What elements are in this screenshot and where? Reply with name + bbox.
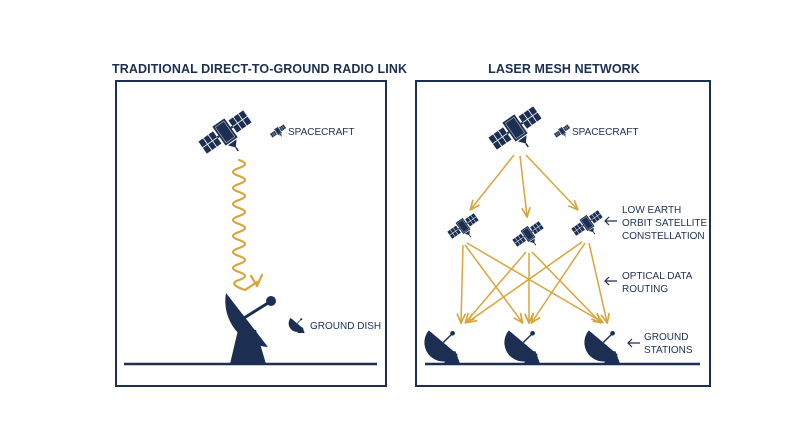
right-panel <box>415 80 711 387</box>
left-spacecraft-small-satellite-icon <box>268 123 290 142</box>
radio-wave-arrowhead <box>249 273 264 288</box>
left-spacecraft-label: SPACECRAFT <box>288 127 355 138</box>
constellation-label-line-3: CONSTELLATION <box>622 231 705 242</box>
leo-satellite-2-icon <box>510 218 550 256</box>
ground-station-1-dish-icon <box>423 329 461 365</box>
left-ground-dish-icon <box>225 293 276 364</box>
leo-satellite-1-icon <box>445 210 485 248</box>
constellation-label-line-2: ORBIT SATELLITE <box>622 218 708 229</box>
ground-arrow-left-icon <box>627 338 640 348</box>
constellation-arrow-left-icon <box>604 216 617 226</box>
callout-arrows <box>604 216 640 348</box>
radio-wave-signal-icon <box>231 158 259 292</box>
ground-station-3-dish-icon <box>583 329 621 365</box>
ground-stations-label-line-2: STATIONS <box>644 345 693 356</box>
left-spacecraft-satellite-icon <box>194 105 262 168</box>
ground-stations-label-line-1: GROUND <box>644 332 688 343</box>
right-spacecraft-satellite-icon <box>484 101 552 164</box>
routing-label-line-1: OPTICAL DATA <box>622 271 693 282</box>
routing-arrow-left-icon <box>604 276 617 286</box>
leo-satellite-3-icon <box>569 207 609 245</box>
spacecraft-to-constellation-links <box>471 154 577 216</box>
constellation-label-line-1: LOW EARTH <box>622 205 681 216</box>
right-spacecraft-label: SPACECRAFT <box>572 127 639 138</box>
left-panel <box>115 80 387 387</box>
left-small-dish-icon <box>288 317 305 334</box>
left-panel-title: TRADITIONAL DIRECT-TO-GROUND RADIO LINK <box>112 62 408 76</box>
right-panel-title: LASER MESH NETWORK <box>488 62 640 76</box>
right-spacecraft-small-satellite-icon <box>552 123 574 142</box>
optical-routing-links <box>461 241 607 322</box>
routing-label-line-2: ROUTING <box>622 284 668 295</box>
ground-station-2-dish-icon <box>503 329 541 365</box>
left-ground-label: GROUND DISH <box>310 321 381 332</box>
